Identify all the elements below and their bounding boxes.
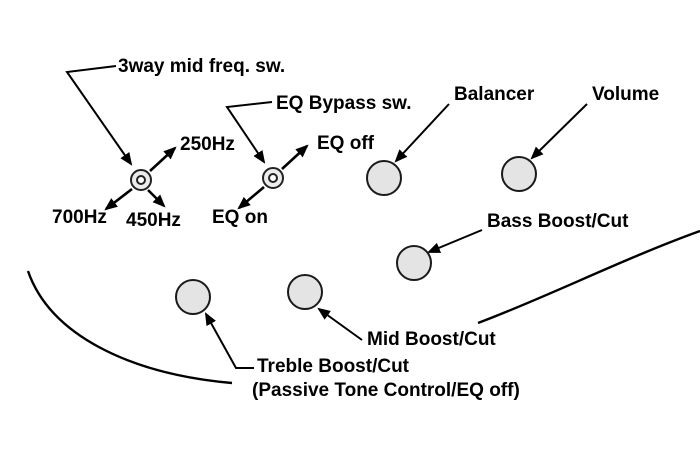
eq-bypass-switch	[262, 167, 284, 189]
arrow-700hz	[104, 187, 133, 211]
label-eq-on: EQ on	[212, 207, 268, 228]
pointer-line-mid-freq-switch	[65, 65, 133, 166]
volume-knob	[501, 156, 537, 192]
body-outline-left-curve	[26, 270, 233, 385]
mid-boost-cut-knob	[287, 274, 323, 310]
eq-bypass-switch-cap	[268, 173, 278, 183]
label-mid-freq-switch: 3way mid freq. sw.	[118, 56, 286, 77]
label-balancer: Balancer	[454, 84, 535, 105]
label-700hz: 700Hz	[52, 207, 107, 228]
label-volume: Volume	[592, 84, 660, 105]
balancer-knob	[366, 160, 402, 196]
arrow-volume	[530, 103, 588, 160]
label-eq-bypass-switch: EQ Bypass sw.	[276, 93, 412, 114]
arrow-mid-boost-cut	[317, 307, 363, 341]
mid-freq-switch	[130, 169, 152, 191]
label-treble-boost-cut: Treble Boost/Cut	[257, 356, 410, 377]
label-250hz: 250Hz	[180, 134, 235, 155]
arrow-balancer	[394, 103, 450, 163]
arrow-bass-boost-cut	[426, 229, 483, 253]
arrow-250hz	[149, 146, 177, 172]
arrow-eq-off	[281, 144, 309, 170]
pointer-line-treble-boost-cut	[204, 312, 254, 369]
mid-freq-switch-cap	[136, 175, 146, 185]
label-mid-boost-cut: Mid Boost/Cut	[367, 329, 496, 350]
arrow-eq-on	[237, 186, 265, 210]
treble-boost-cut-knob	[175, 279, 211, 315]
pointer-line-eq-bypass-switch	[225, 101, 273, 164]
label-treble-note: (Passive Tone Control/EQ off)	[252, 380, 520, 401]
arrow-450hz	[147, 189, 166, 208]
label-450hz: 450Hz	[126, 210, 181, 231]
bass-boost-cut-knob	[396, 245, 432, 281]
body-outline-right-curve	[477, 229, 700, 325]
label-eq-off: EQ off	[317, 133, 374, 154]
label-bass-boost-cut: Bass Boost/Cut	[487, 211, 629, 232]
